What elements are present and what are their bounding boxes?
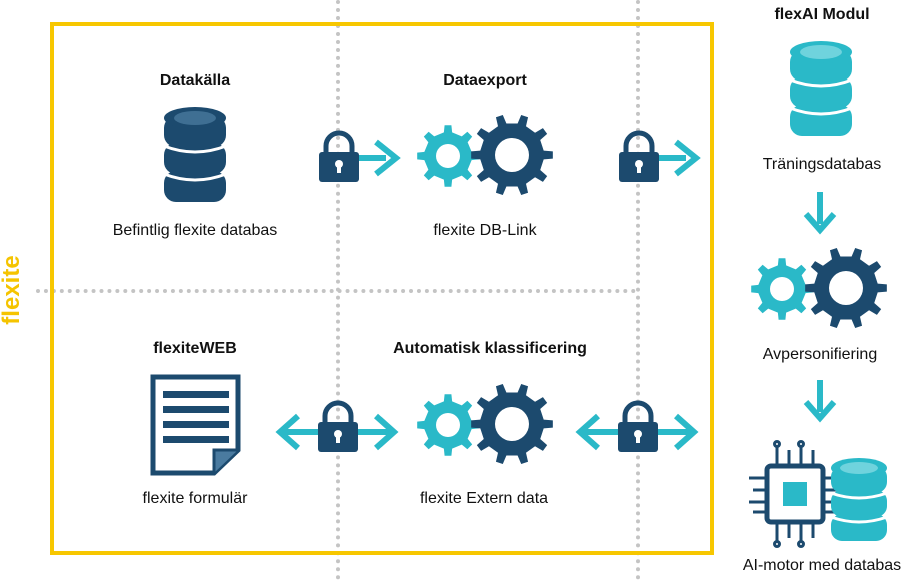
source-title: Datakälla (159, 72, 231, 89)
lock-arrow-right-icon (319, 130, 401, 182)
flexite-side-label: flexite (0, 255, 25, 325)
lock-arrow-bidirectional-icon (575, 400, 699, 452)
export-caption: flexite DB-Link (433, 222, 537, 239)
gears-icon (417, 384, 553, 464)
training-database-icon (789, 41, 853, 136)
classify-title: Automatisk klassificering (393, 340, 587, 357)
module-step-1-caption: Träningsdatabas (762, 156, 882, 173)
export-title: Dataexport (443, 72, 527, 89)
lock-arrow-bidirectional-icon (275, 400, 399, 452)
source-caption: Befintlig flexite databas (112, 222, 278, 239)
web-caption: flexite formulär (142, 490, 248, 507)
module-step-3-caption: AI-motor med databas (742, 557, 902, 574)
dotted-divider-horizontal (36, 289, 636, 293)
classify-caption: flexite Extern data (419, 490, 549, 507)
module-title: flexAI Modul (774, 6, 870, 23)
database-icon (163, 107, 227, 202)
ai-engine-chip-database-icon (749, 440, 888, 548)
gears-icon (417, 115, 553, 195)
arrow-down-icon (803, 380, 837, 423)
lock-arrow-right-icon (619, 130, 701, 182)
arrow-down-icon (803, 192, 837, 235)
document-icon (150, 374, 241, 476)
web-title: flexiteWEB (153, 340, 237, 357)
module-step-2-caption: Avpersonifiering (762, 346, 878, 363)
flexite-boundary-frame (50, 22, 714, 555)
dotted-divider-vertical-2 (636, 0, 640, 580)
anonymization-gears-icon (751, 248, 887, 328)
